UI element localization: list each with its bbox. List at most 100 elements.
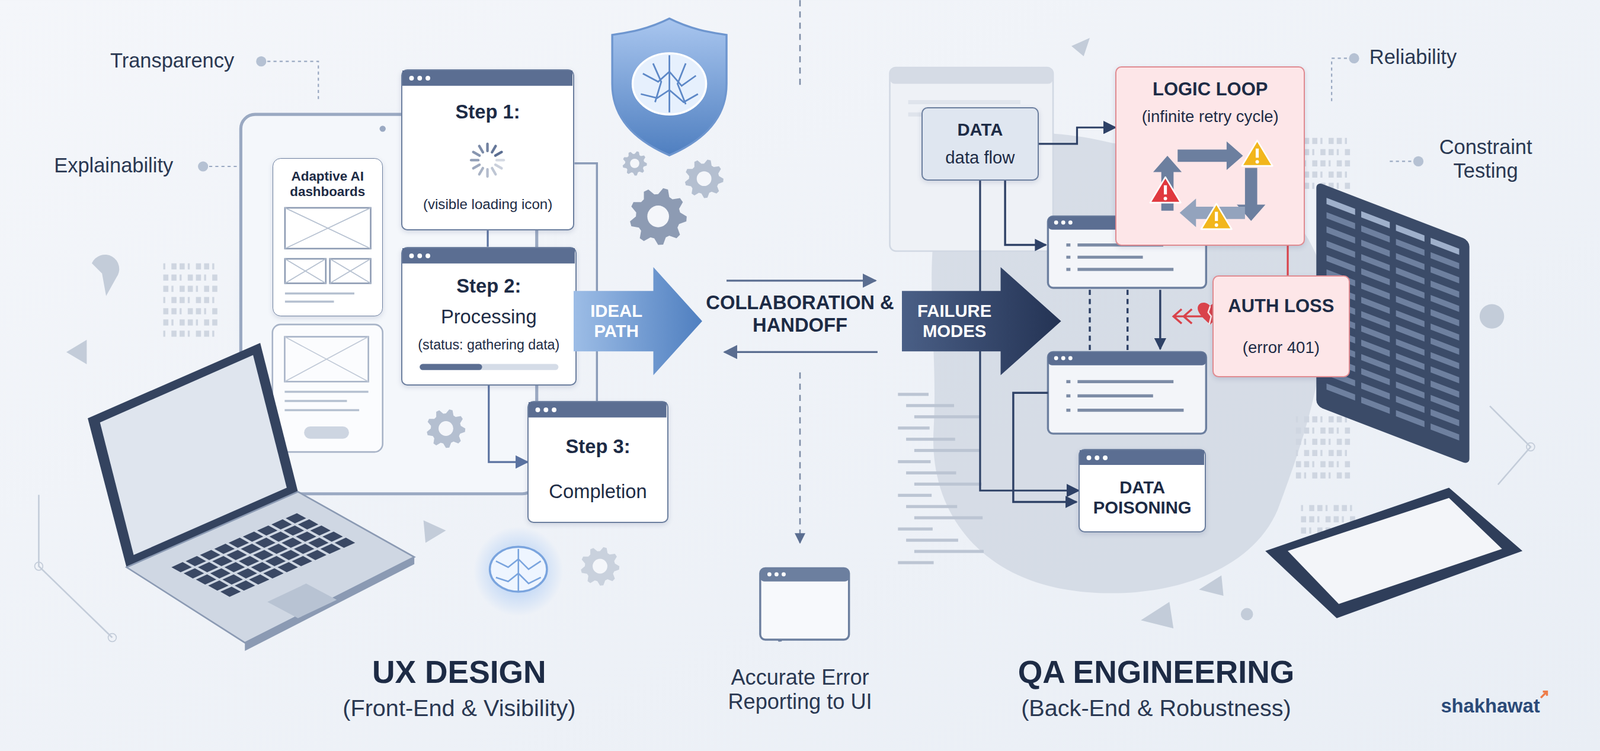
- binary-texture: [196, 330, 202, 337]
- binary-texture: [187, 330, 190, 337]
- binary-texture: [1312, 183, 1314, 190]
- flow-lines: [1013, 392, 1077, 502]
- shield-brain: [612, 18, 727, 156]
- keyboard: [251, 562, 272, 573]
- code-texture: [914, 415, 980, 419]
- binary-texture: [179, 319, 185, 326]
- keyboard: [224, 562, 245, 573]
- binary-texture: [1336, 149, 1339, 156]
- section-subtitle: (Back-End & Robustness): [1021, 695, 1292, 723]
- keyboard: [196, 574, 217, 585]
- binary-texture: [187, 263, 190, 270]
- keyboard: [279, 549, 300, 560]
- shield-brain: [640, 55, 698, 112]
- table-rows: [1430, 381, 1459, 399]
- table-rows: [1361, 325, 1390, 343]
- binary-texture: [1336, 416, 1343, 423]
- collaboration-arrows: [724, 351, 878, 354]
- side-label: Explainability: [53, 154, 174, 178]
- binary-texture: [1296, 461, 1302, 468]
- binary-texture: [1328, 450, 1334, 457]
- keyboard: [267, 544, 288, 555]
- keyboard: [269, 531, 290, 542]
- plain-windows: [1066, 381, 1184, 411]
- binary-texture: [187, 285, 194, 292]
- binary-texture: [1296, 472, 1302, 479]
- error-icon: [767, 572, 772, 577]
- spin-graphic: [408, 139, 566, 181]
- table-rows: [1430, 337, 1459, 355]
- binary-texture: [1317, 505, 1323, 512]
- brain-glow: [490, 546, 547, 592]
- keyboard: [306, 549, 327, 560]
- binary-texture: [187, 296, 190, 303]
- binary-texture: [1320, 439, 1326, 446]
- binary-texture: [179, 263, 185, 270]
- binary-texture: [1309, 528, 1311, 534]
- divider-line: [799, 0, 802, 543]
- binary-texture: [203, 285, 210, 292]
- keyboard: [263, 568, 284, 579]
- binary-texture: [187, 308, 194, 315]
- binary-texture: [163, 330, 166, 337]
- binary-texture: [212, 263, 214, 270]
- gears: [580, 547, 620, 587]
- keyboard: [228, 538, 249, 549]
- table-rows: [1361, 225, 1390, 243]
- node-title: IDEAL PATH: [579, 301, 654, 342]
- binary-texture: [171, 263, 177, 270]
- binary-texture: [196, 263, 202, 270]
- plain-windows: [1068, 220, 1073, 225]
- table-rows: [1326, 226, 1356, 244]
- keyboard: [285, 513, 306, 524]
- keyboard: [293, 544, 315, 555]
- binary-texture: [1296, 427, 1302, 434]
- plain-windows: [1061, 220, 1066, 225]
- table-rows: [1430, 252, 1459, 270]
- keyboard: [265, 556, 286, 567]
- binary-texture: [1320, 427, 1326, 434]
- table-rows: [1430, 395, 1459, 413]
- table-rows: [1361, 296, 1390, 315]
- node-text: data flow: [945, 147, 1015, 169]
- binary-texture: [196, 296, 202, 303]
- tablet-frame: [272, 324, 383, 453]
- binary-texture: [171, 308, 177, 315]
- node-text: (error 401): [1242, 338, 1320, 358]
- plain-windows: [1047, 352, 1206, 366]
- binary-texture: [203, 263, 210, 270]
- table-rows: [1396, 238, 1425, 256]
- binary-texture: [212, 330, 214, 337]
- binary-texture: [1336, 183, 1339, 190]
- binary-texture: [1300, 505, 1303, 512]
- binary-texture: [1300, 528, 1307, 534]
- binary-texture: [1312, 138, 1318, 144]
- table-rows: [1396, 367, 1425, 385]
- failure-box: LOGIC LOOP(infinite retry cycle): [1115, 66, 1305, 246]
- keyboard: [220, 586, 241, 597]
- brand-mark: [1540, 692, 1547, 699]
- binary-texture: [203, 274, 206, 281]
- binary-texture: [1296, 416, 1298, 423]
- binary-texture: [1328, 439, 1331, 446]
- node-text: Completion: [548, 480, 647, 504]
- table-rows: [1396, 395, 1425, 414]
- binary-texture: [179, 296, 185, 303]
- window-titlebar: [402, 248, 575, 264]
- step-window: Step 2:Processing(status: gathering data…: [401, 247, 577, 386]
- background: [34, 562, 44, 571]
- binary-texture: [187, 274, 194, 281]
- code-texture: [897, 392, 984, 565]
- keyboard: [281, 538, 302, 549]
- table-rows: [1396, 310, 1425, 328]
- binary-texture: [1320, 160, 1326, 167]
- binary-texture: [1345, 171, 1347, 178]
- node-text: (infinite retry cycle): [1141, 107, 1279, 127]
- binary-texture: [1325, 505, 1328, 512]
- bar-graphic: [409, 362, 569, 373]
- node-text: (visible loading icon): [423, 196, 553, 213]
- binary-texture: [1328, 171, 1334, 178]
- keyboard: [308, 538, 329, 549]
